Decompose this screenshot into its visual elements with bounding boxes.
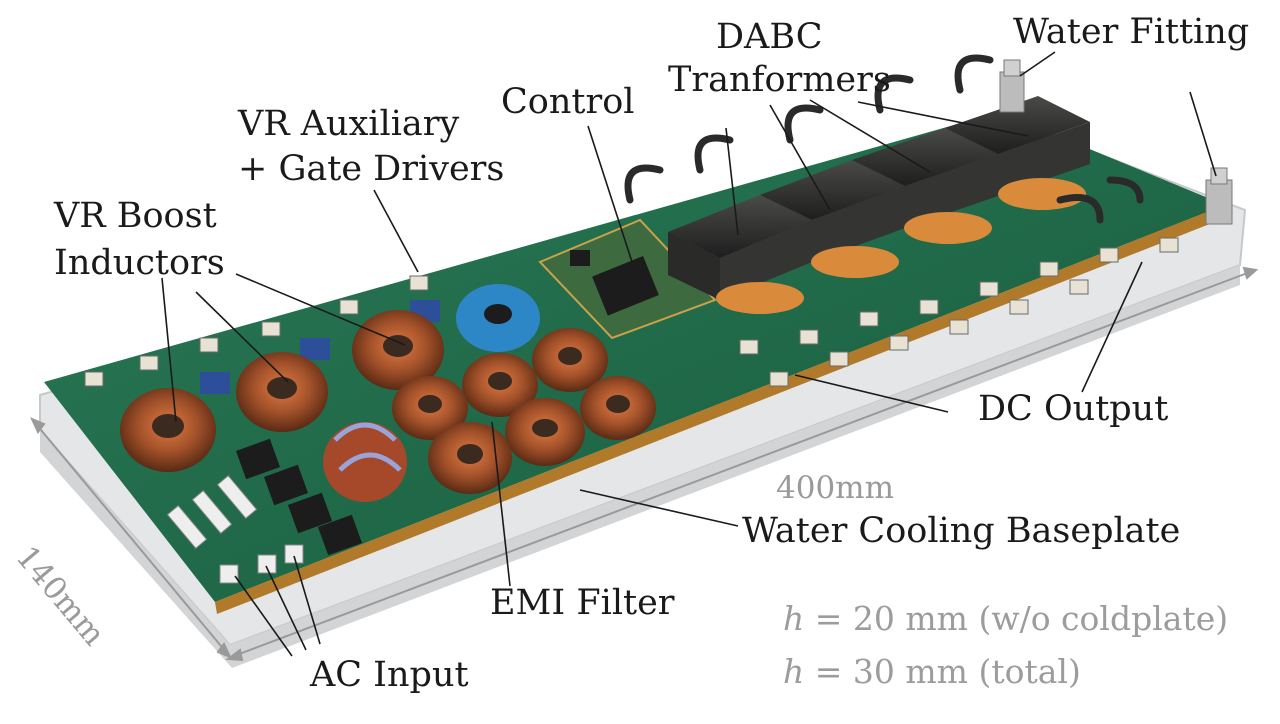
length-dimension-label: 400mm <box>776 470 894 506</box>
emi-filter-label: EMI Filter <box>490 583 675 623</box>
vr-auxiliary-label-line2: + Gate Drivers <box>238 149 505 189</box>
height-spec-board-text: = 20 mm (w/o coldplate) <box>804 599 1229 638</box>
dc-output-label: DC Output <box>978 389 1169 429</box>
vr-auxiliary-label-line1: VR Auxiliary <box>238 104 460 144</box>
dabc-label-line2: Tranformers <box>668 60 891 100</box>
vr-boost-inductors <box>120 310 444 472</box>
height-spec-total-text: = 30 mm (total) <box>804 652 1081 691</box>
blue-trimmers <box>200 300 440 394</box>
vr-boost-label-line1: VR Boost <box>54 196 217 236</box>
dabc-label-line1: DABC <box>716 17 823 57</box>
height-var: h <box>783 652 805 691</box>
water-fitting-right <box>1205 167 1233 225</box>
height-var: h <box>783 599 805 638</box>
ac-input-label: AC Input <box>310 655 469 695</box>
water-fitting-left <box>999 59 1025 113</box>
ac-input-terminals <box>166 474 304 584</box>
relays <box>235 438 363 556</box>
water-cooling-label: Water Cooling Baseplate <box>742 511 1181 551</box>
emi-filter <box>323 284 656 502</box>
black-wire-loops <box>624 54 1144 224</box>
control-board <box>538 218 717 340</box>
height-spec-total: h = 30 mm (total) <box>783 650 1081 694</box>
leader-lines <box>161 51 1217 657</box>
dabc-transformers <box>668 96 1090 314</box>
control-label: Control <box>501 82 635 122</box>
water-fitting-label: Water Fitting <box>1013 12 1250 52</box>
vr-boost-label-line2: Inductors <box>54 243 225 283</box>
small-components <box>84 237 1179 387</box>
height-spec-board: h = 20 mm (w/o coldplate) <box>783 597 1228 641</box>
dimension-lines <box>30 266 1259 662</box>
